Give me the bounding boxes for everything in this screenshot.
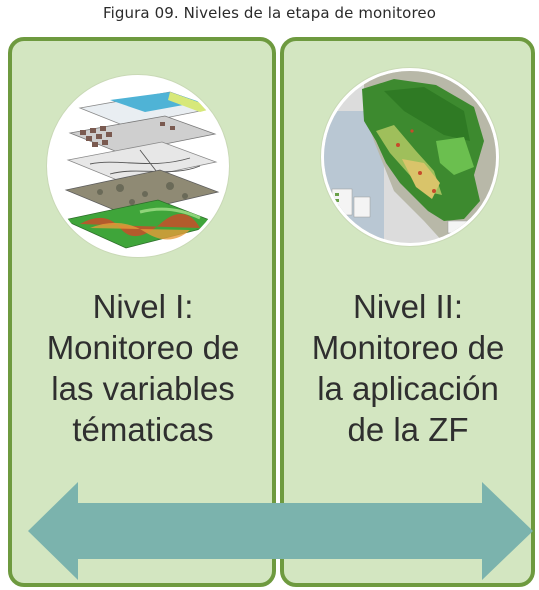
layered-gis-map-icon: [47, 75, 229, 257]
level-2-label: Nivel II: Monitoreo de la aplicación de …: [282, 286, 534, 450]
level-1-line-1: Nivel I:: [92, 288, 194, 325]
level-2-line-2: Monitoreo de: [311, 329, 505, 366]
level-2-line-1: Nivel II:: [352, 288, 464, 325]
level-1-line-3: las variables: [51, 370, 235, 407]
level-2-line-3: la aplicación: [317, 370, 499, 407]
level-2-line-4: de la ZF: [347, 411, 469, 448]
level-1-line-4: tématicas: [72, 411, 214, 448]
level-1-line-2: Monitoreo de: [46, 329, 240, 366]
double-headed-arrow: [28, 482, 533, 580]
figure-caption: Figura 09. Niveles de la etapa de monito…: [103, 4, 436, 22]
level-1-label: Nivel I: Monitoreo de las variables téma…: [12, 286, 274, 450]
peru-zoning-map-icon: [321, 68, 499, 246]
